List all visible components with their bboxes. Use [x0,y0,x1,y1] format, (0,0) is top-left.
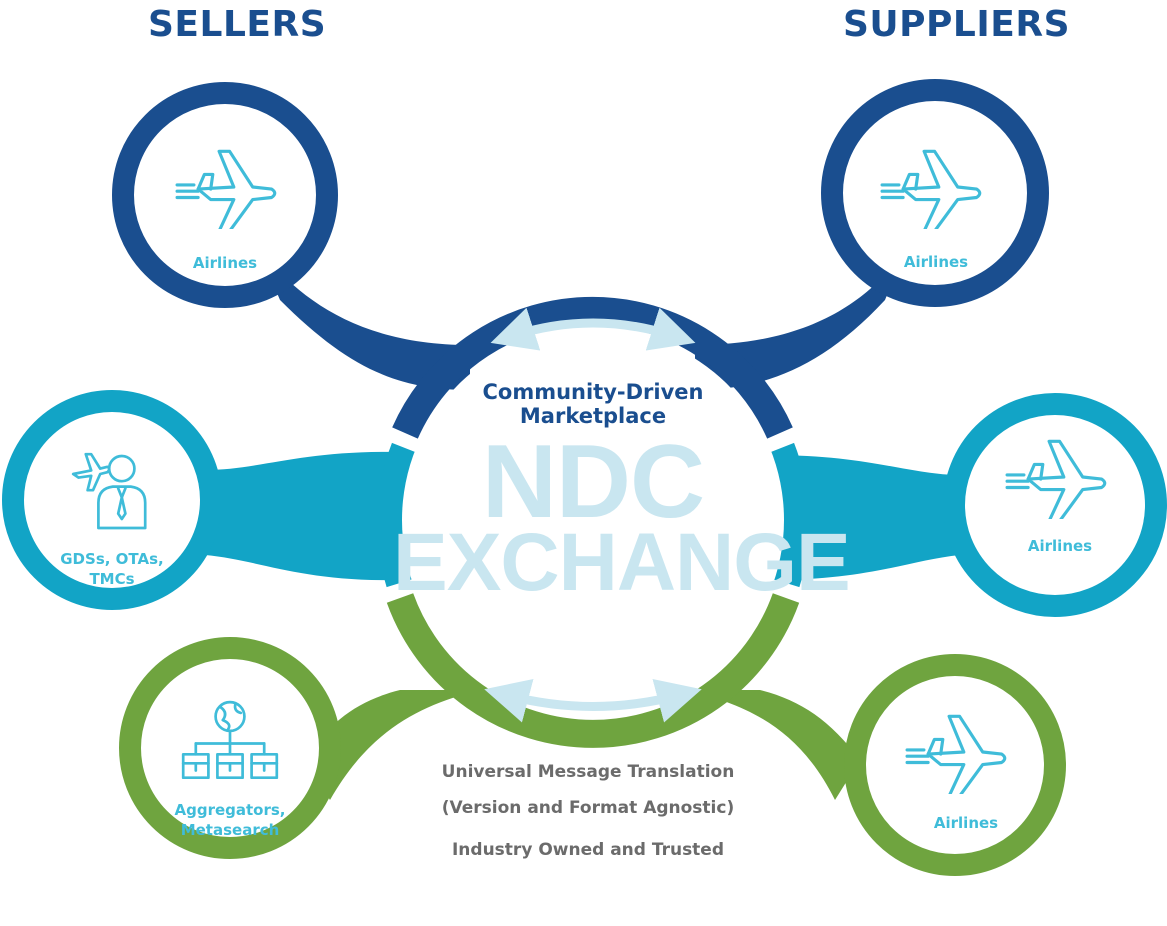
seller-label-airlines-line1: Airlines [192,254,258,272]
seller-label-gds: GDSs, OTAs, TMCs [42,549,182,589]
seller-ring-gds [2,390,222,610]
bottom-exchange-arrow [484,678,702,723]
center-title-line1: NDC [481,424,705,540]
center-subtitle-line2: Marketplace [519,404,667,428]
sellers-heading: SELLERS [148,4,327,45]
feature-industry-owned: Industry Owned and Trusted [451,840,725,860]
connector-seller-aggregators [305,690,480,800]
seller-label-gds-line1: GDSs, OTAs, [60,550,164,568]
connector-supplier-airlines-mid [770,455,960,580]
top-exchange-arrow [490,307,696,351]
connector-seller-airlines [258,248,470,390]
center-ring-middle-right [767,442,810,588]
seller-label-airlines: Airlines [155,253,295,273]
supplier-label-airlines-bottom: Airlines [933,814,999,832]
connector-supplier-airlines-top [695,250,905,390]
seller-label-aggregators: Aggregators, Metasearch [160,800,300,840]
feature-agnostic: (Version and Format Agnostic) [441,798,735,818]
seller-label-gds-line2: TMCs [89,570,135,588]
center-ring-bottom [386,593,800,748]
seller-label-aggregators-line2: Metasearch [180,821,280,839]
seller-ring-airlines [112,82,338,308]
feature-translation: Universal Message Translation [441,762,735,782]
seller-label-aggregators-line1: Aggregators, [174,801,286,819]
connector-supplier-airlines-bottom [685,690,860,800]
supplier-label-airlines-mid: Airlines [1027,537,1093,555]
center-ring-middle-left [376,442,419,588]
connectors [205,248,960,800]
center-subtitle: Community-Driven Marketplace [443,380,743,428]
connector-seller-gds [205,451,400,581]
center-title-line2: EXCHANGE [393,517,851,608]
suppliers-heading: SUPPLIERS [843,4,1071,45]
supplier-ring-airlines-top [821,79,1049,307]
center-subtitle-line1: Community-Driven [482,380,704,404]
supplier-label-airlines-top: Airlines [903,253,969,271]
